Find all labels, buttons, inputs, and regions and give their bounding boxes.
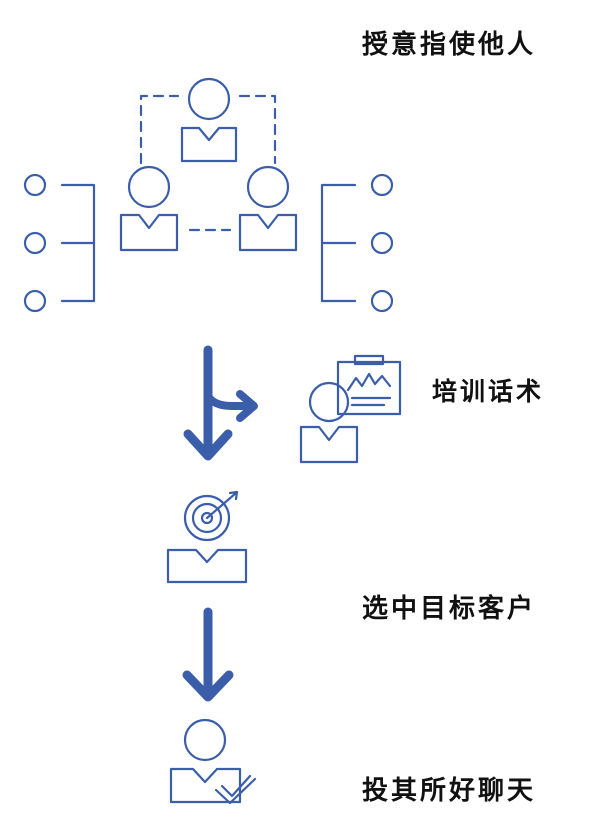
person-checkmark-icon [169,718,257,805]
left-node-bracket [23,173,96,313]
arrow-down-icon [183,345,258,461]
org-hierarchy-icon [23,77,394,313]
step-1-label: 授意指使他人 [362,30,537,60]
step-4-label: 投其所好聊天 [362,776,537,806]
right-node-bracket [320,173,394,313]
person-target-icon [166,490,248,584]
person-presentation-icon [299,354,402,464]
right-person-icon [238,165,298,252]
step-3-label: 选中目标客户 [362,594,537,624]
left-person-icon [119,165,179,252]
step-2-label: 培训话术 [432,377,545,406]
top-person-icon [180,77,238,163]
arrow-down-icon [182,607,234,702]
